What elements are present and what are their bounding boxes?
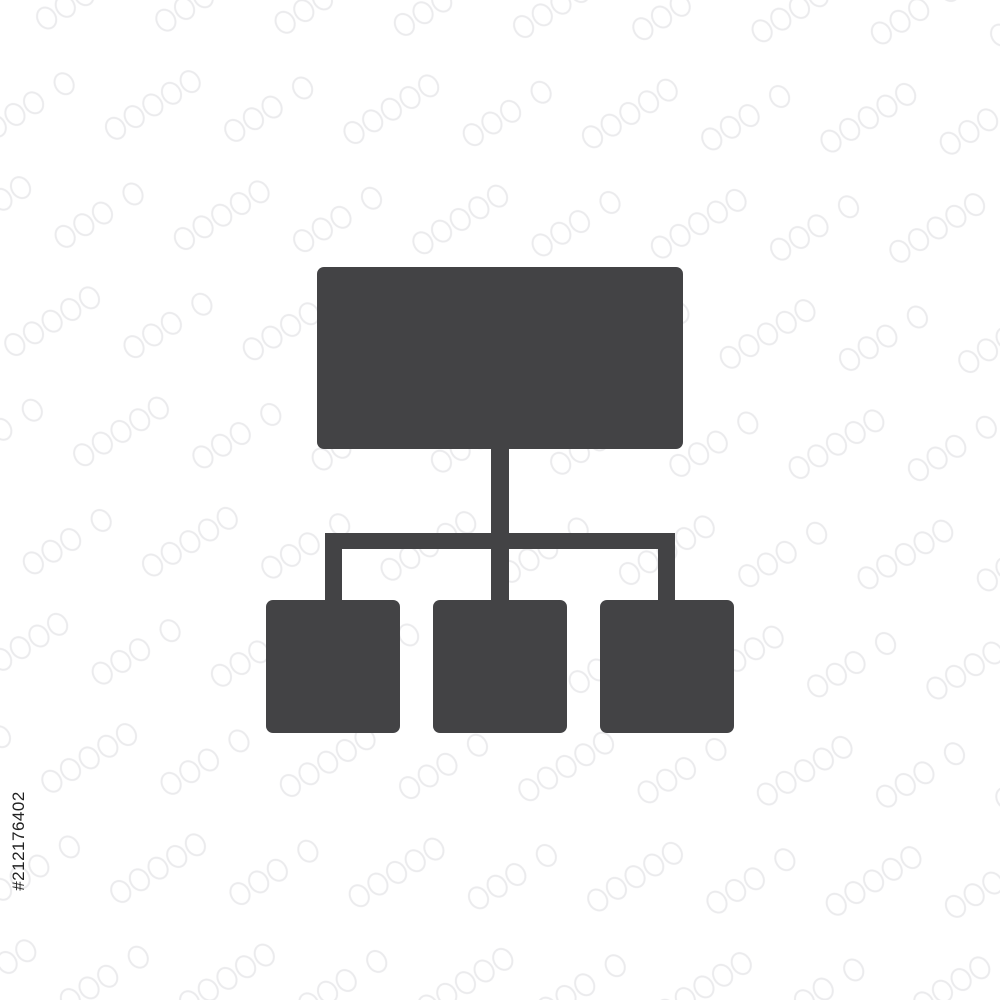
child-node-box-center: [433, 600, 567, 733]
connector-left-drop: [325, 533, 342, 601]
child-node-box-left: [266, 600, 400, 733]
stock-id-label: #212176402: [6, 768, 32, 913]
connector-bar: [325, 533, 675, 549]
child-node-box-right: [600, 600, 734, 733]
connector-right-drop: [658, 533, 675, 601]
stock-id-text: #212176402: [9, 790, 28, 891]
parent-node-box: [317, 267, 683, 449]
connector-stem: [491, 449, 509, 601]
